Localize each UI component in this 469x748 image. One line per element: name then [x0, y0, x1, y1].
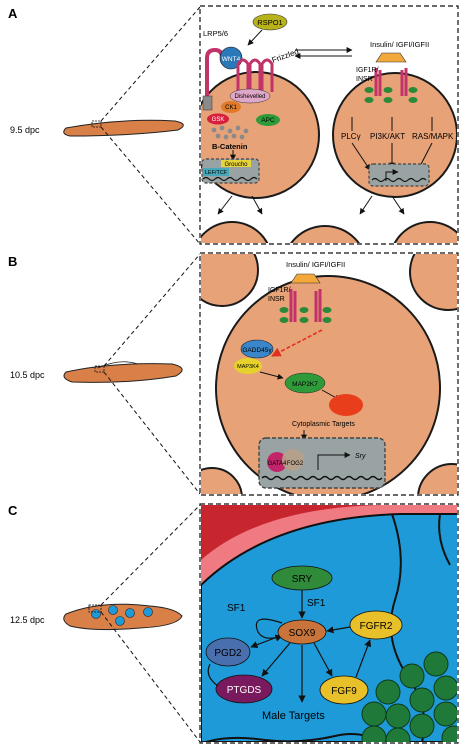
- embryo-c: [63, 603, 183, 631]
- panel-a: A 9.5 dpc RSPO1 LRP5/6 W: [8, 5, 459, 245]
- insr-label-a: INSR: [356, 76, 373, 83]
- arrow-rspo1: [247, 29, 263, 46]
- apc-oval: [256, 114, 280, 126]
- fgfr2-label: FGFR2: [360, 621, 393, 632]
- rspo1-oval: [252, 13, 288, 31]
- igf-receptor-b: [289, 289, 322, 322]
- groucho-label: Groucho: [224, 162, 248, 168]
- embryo-b: [63, 361, 183, 383]
- fgf9-label: FGF9: [331, 686, 357, 697]
- ck1-oval: [221, 101, 241, 113]
- map3k4-label: MAP3K4: [237, 364, 259, 370]
- ligand-b: [290, 273, 321, 284]
- map3k4-oval: [234, 358, 262, 374]
- nucleus-a-right: [368, 163, 430, 187]
- zoom-line-c-bottom: [100, 611, 201, 743]
- embryo-a: [63, 119, 184, 137]
- igf-receptor-a: [374, 68, 408, 96]
- panel-c-letter: C: [8, 503, 18, 518]
- igf1r-label-a: IGF1R/: [356, 67, 379, 74]
- zoom-line-a-bottom: [100, 126, 201, 245]
- plc-label: PLCγ: [341, 132, 361, 141]
- sry-gene-label: Sry: [355, 453, 366, 460]
- pgd2-label: PGD2: [214, 648, 242, 659]
- insr-label-b: INSR: [268, 296, 285, 303]
- ras-label: RAS/MAPK: [412, 132, 454, 141]
- sertoli-cells: [361, 651, 457, 742]
- leftcf-label: LEF/TCF: [205, 170, 228, 176]
- panel-b-letter: B: [8, 254, 17, 269]
- sf1-right-label: SF1: [307, 598, 326, 609]
- gadd45g-oval: [240, 339, 274, 359]
- wnt4-label: WNT4: [222, 56, 241, 63]
- apc-label: APC: [261, 117, 275, 124]
- panel-c-stage: 12.5 dpc: [10, 615, 45, 625]
- ptgds-label: PTGDS: [227, 685, 262, 696]
- lrp-label: LRP5/6: [203, 29, 228, 38]
- pgd2-node: [205, 637, 251, 667]
- gata4-label: GATA4: [268, 461, 287, 467]
- gsk-label: GSK: [212, 117, 225, 123]
- phospho-sites-a: [364, 87, 418, 103]
- zoom-line-b-top: [103, 253, 201, 367]
- sox9-autoloop: [255, 618, 283, 642]
- ptgds-node: [215, 674, 273, 704]
- sox9-node: [277, 619, 327, 645]
- gsk-oval: [207, 113, 229, 125]
- leftcf-box: [203, 168, 229, 176]
- edge-sox9-ptgds: [261, 642, 291, 677]
- edge-sox9-pgd2: [250, 635, 281, 649]
- beta-catenin-dots: [211, 125, 249, 140]
- panel-a-stage: 9.5 dpc: [10, 125, 40, 135]
- fgf9-node: [319, 675, 369, 705]
- panel-a-letter: A: [8, 6, 18, 21]
- wnt4-circle: [219, 46, 243, 70]
- panel-b: B 10.5 dpc Insulin/ IGFI/IGFII IGF1R/ IN…: [8, 252, 459, 496]
- fgfr2-node: [349, 610, 403, 640]
- fog2-circle: [282, 449, 304, 471]
- rspo1-label: RSPO1: [257, 18, 282, 27]
- dishevelled-label: Dishevelled: [234, 94, 265, 100]
- edge-sox9-fgf9: [313, 642, 333, 677]
- edge-ptgds-pgd2: [207, 663, 219, 687]
- bcatenin-label: B-Catenin: [212, 142, 248, 151]
- cyto-label: Cytoplasmic Targets: [292, 421, 355, 428]
- sox9-label: SOX9: [289, 628, 316, 639]
- dishevelled-oval: [229, 88, 271, 104]
- cyto-target-oval: [329, 394, 363, 416]
- edge-fgfr2-sox9: [326, 626, 351, 634]
- male-targets-label: Male Targets: [262, 710, 325, 722]
- map2k7-oval: [284, 372, 326, 394]
- panel-b-stage: 10.5 dpc: [10, 370, 45, 380]
- zoom-line-c-top: [100, 504, 201, 606]
- panel-c: C 12.5 dpc: [8, 503, 459, 744]
- insulin-label-a: Insulin/ IGFI/IGFII: [370, 40, 429, 49]
- igf1r-label-b: IGF1R/: [268, 287, 291, 294]
- gadd45g-label: GADD45γ: [242, 347, 272, 354]
- groucho-box: [221, 160, 251, 167]
- map2k7-label: MAP2K7: [292, 381, 318, 388]
- frizzled-receptor: [236, 58, 274, 92]
- gata4-circle: [267, 452, 287, 472]
- insulin-label-b: Insulin/ IGFI/IGFII: [286, 260, 345, 269]
- zoom-line-b-bottom: [103, 371, 201, 495]
- arrow-red-dashed: [271, 329, 323, 357]
- sry-label: SRY: [292, 574, 313, 585]
- zoom-line-a-top: [100, 6, 201, 122]
- ck1-label: CK1: [225, 105, 237, 111]
- phospho-sites-b: [279, 307, 332, 323]
- ligand-a: [375, 52, 407, 63]
- pi3k-label: PI3K/AKT: [370, 132, 405, 141]
- fog2-label: FOG2: [287, 461, 304, 467]
- edge-fgf9-fgfr2: [355, 639, 372, 678]
- sf1-left-label: SF1: [227, 603, 246, 614]
